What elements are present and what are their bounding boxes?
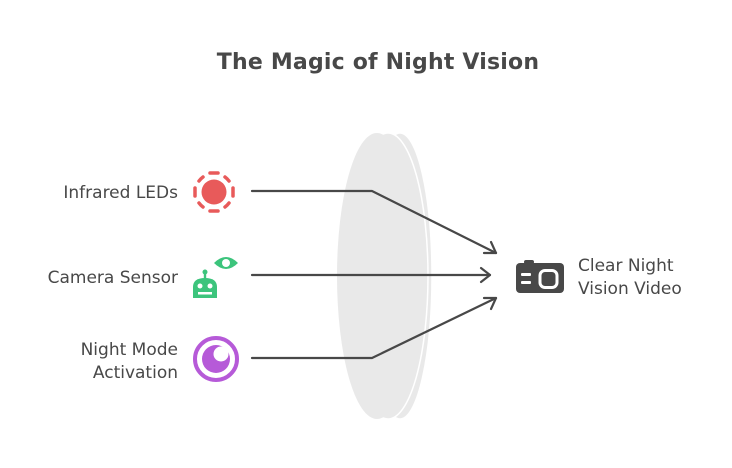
arrowhead-night-mode bbox=[482, 296, 498, 311]
night-mode-icon bbox=[193, 336, 239, 382]
video-camera-icon bbox=[516, 260, 564, 293]
connector-infrared-leds bbox=[250, 189, 498, 255]
eye-icon bbox=[214, 257, 238, 269]
input-label-night-mode-activation: Night Mode Activation bbox=[81, 339, 178, 385]
input-label-line: Night Mode bbox=[80, 340, 178, 360]
output-label-line: Vision Video bbox=[578, 279, 682, 299]
connector-night-mode bbox=[250, 296, 498, 360]
output-label-line: Clear Night bbox=[578, 256, 674, 276]
diagram-title: The Magic of Night Vision bbox=[216, 50, 540, 75]
input-label-infrared-leds: Infrared LEDs bbox=[63, 182, 178, 205]
input-label-camera-sensor: Camera Sensor bbox=[48, 267, 178, 290]
arrowhead-infrared-leds bbox=[482, 240, 498, 255]
input-label-line: Infrared LEDs bbox=[63, 183, 178, 203]
input-label-line: Camera Sensor bbox=[47, 268, 178, 288]
robot-icon bbox=[193, 269, 217, 298]
infrared-led-icon bbox=[193, 171, 235, 213]
output-label-clear-night-vision-video: Clear Night Vision Video bbox=[578, 255, 682, 301]
camera-sensor-icon bbox=[193, 257, 238, 298]
input-label-line: Activation bbox=[92, 363, 178, 383]
arrowhead-camera-sensor bbox=[479, 266, 492, 284]
